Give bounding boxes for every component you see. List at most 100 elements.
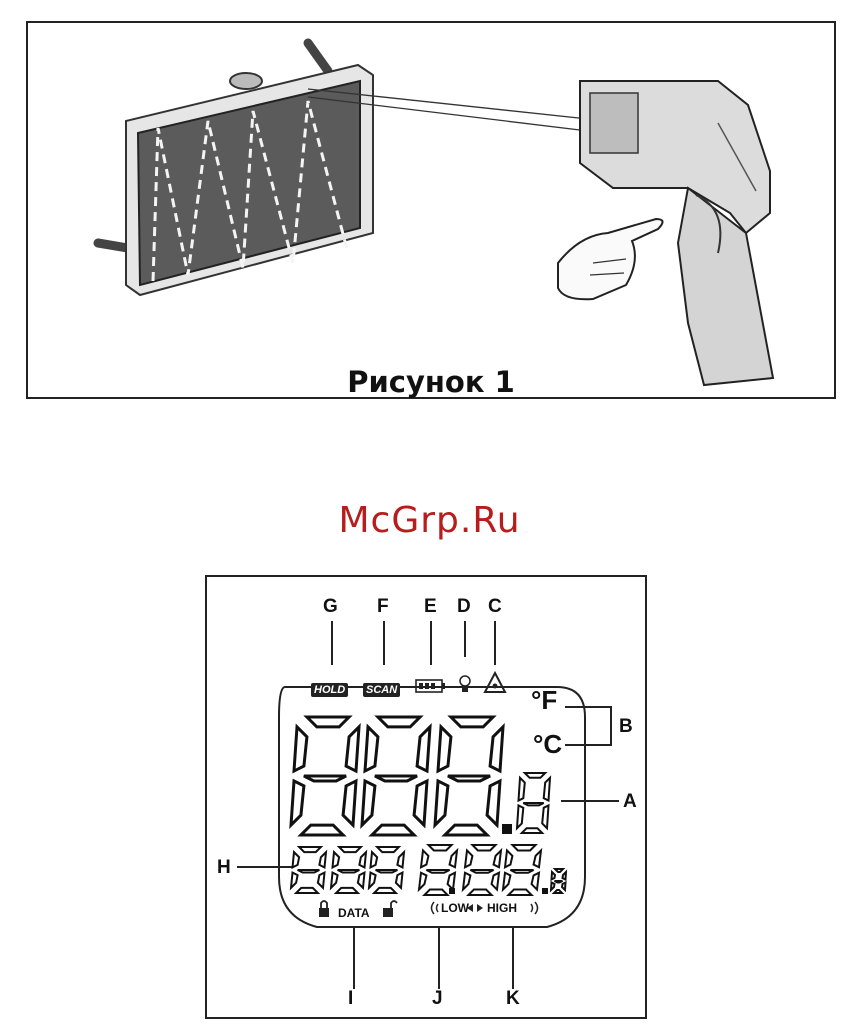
digit-segment [465, 850, 472, 867]
digit-segment [294, 727, 307, 771]
digit-segment [339, 847, 361, 852]
digit-segment [331, 873, 338, 888]
low-indicator: LOW [441, 902, 469, 914]
digit-segment [372, 825, 414, 835]
digit-segment [472, 845, 495, 850]
digit-segment [318, 873, 325, 888]
celsius-unit: °C [533, 731, 562, 757]
arrow-right-icon [477, 904, 483, 912]
digit-segment [362, 781, 375, 825]
data-indicator: DATA [338, 907, 370, 919]
callout-g: G [323, 597, 338, 616]
digit-segment [451, 717, 493, 727]
digit-segment [523, 803, 543, 805]
digit-segment [298, 870, 320, 873]
digit-segment [555, 869, 563, 872]
digit-segment [448, 873, 455, 890]
digit-segment [336, 888, 358, 893]
lcd-diagram: G F E D C B A H I J K HOLD SCAN °F °C DA… [205, 575, 647, 1019]
callout-a: A [623, 792, 637, 811]
digit-segment [319, 852, 326, 867]
digit-segment [417, 727, 430, 771]
digit-segment [503, 873, 510, 890]
digit-segment [374, 888, 396, 893]
figure-1-illustration [28, 23, 834, 397]
digit-segment [397, 852, 404, 867]
digit-segment [371, 852, 378, 867]
secondary-reading-digits [419, 845, 566, 895]
digit-segment [525, 773, 545, 778]
digit-segment [338, 870, 360, 873]
alphanumeric-digits [291, 847, 404, 893]
digit-segment [293, 852, 300, 867]
lcd-outline [207, 577, 645, 1017]
figure-1: Рисунок 1 [26, 21, 836, 399]
digit-segment [494, 850, 501, 867]
digit-segment [450, 850, 457, 867]
digit-segment [296, 888, 318, 893]
callout-f: F [377, 597, 389, 616]
digit-segment [343, 781, 356, 825]
callout-j: J [432, 989, 443, 1008]
digit-segment [375, 776, 417, 781]
main-reading-digits [291, 717, 550, 835]
callout-e: E [424, 597, 437, 616]
digit-segment [435, 781, 448, 825]
digit-segment [555, 881, 563, 883]
digit-segment [468, 890, 491, 895]
digit-segment [490, 727, 503, 771]
digit-segment [552, 872, 556, 880]
digit-segment [421, 850, 428, 867]
fahrenheit-unit: °F [531, 687, 557, 713]
watermark: McGrp.Ru [0, 500, 859, 541]
digit-segment [304, 776, 346, 781]
digit-segment [522, 828, 542, 833]
digit-segment [426, 870, 449, 873]
digit-segment [378, 717, 420, 727]
callout-b: B [619, 717, 633, 736]
digit-segment [369, 873, 376, 888]
digit-segment [508, 890, 531, 895]
beep-wave-left-icon [432, 902, 439, 914]
digit-segment [519, 778, 525, 801]
digit-segment [301, 825, 343, 835]
digit-segment [438, 727, 451, 771]
hold-indicator: HOLD [311, 683, 348, 697]
digit-segment [414, 781, 427, 825]
callout-c: C [488, 597, 502, 616]
digit-segment [487, 781, 500, 825]
digit-segment [396, 873, 403, 888]
digit-segment [505, 850, 512, 867]
digit-segment [551, 883, 555, 891]
radiator-drawing [98, 43, 373, 295]
digit-segment [532, 873, 539, 890]
digit-segment [554, 890, 562, 893]
digit-segment [365, 727, 378, 771]
digit-segment [492, 873, 499, 890]
digit-segment [333, 852, 340, 867]
digit-segment [424, 890, 447, 895]
digit-segment [534, 850, 541, 867]
digit-segment [428, 845, 451, 850]
decimal-point [542, 888, 548, 894]
digit-segment [562, 883, 566, 891]
lock-open-icon [383, 908, 393, 917]
digit-segment [563, 872, 567, 880]
digit-segment [377, 847, 399, 852]
digit-segment [346, 727, 359, 771]
digit-segment [359, 852, 366, 867]
laser-warning-icon [485, 673, 505, 692]
digit-segment [510, 870, 533, 873]
beep-wave-right-icon [531, 902, 538, 914]
pointing-hand-drawing [558, 219, 663, 299]
digit-segment [448, 776, 490, 781]
scan-indicator: SCAN [363, 683, 400, 697]
figure-1-caption: Рисунок 1 [28, 365, 834, 399]
digit-segment [291, 873, 298, 888]
digit-segment [445, 825, 487, 835]
decimal-point [449, 888, 455, 894]
digit-segment [358, 873, 365, 888]
digit-segment [542, 805, 548, 828]
digit-segment [463, 873, 470, 890]
digit-segment [470, 870, 493, 873]
